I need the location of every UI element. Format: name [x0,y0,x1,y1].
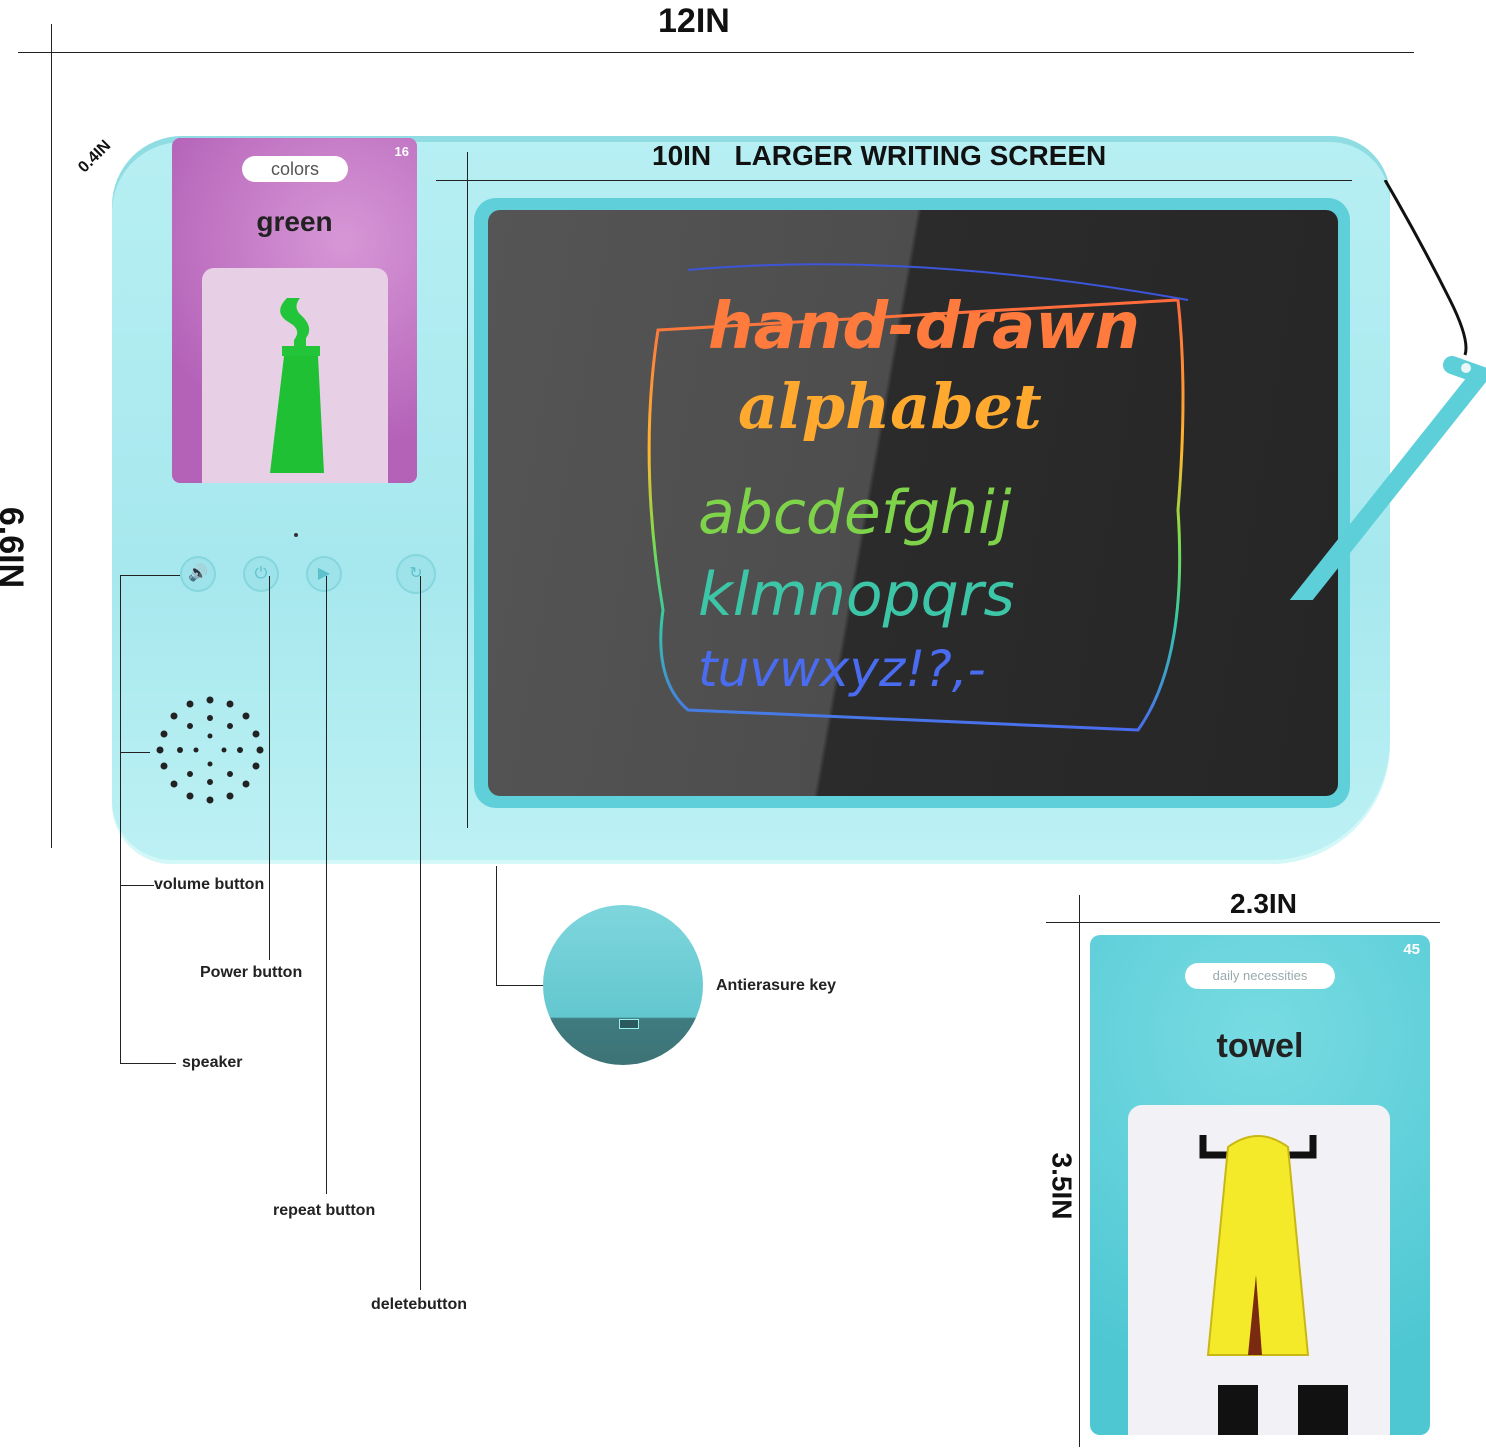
callout-line-speaker-top [120,752,150,753]
repeat-button[interactable]: ▶ [306,556,342,592]
antierasure-key-zoom [543,905,703,1065]
screen-width-line [436,180,1352,181]
big-card-category: daily necessities [1185,963,1335,989]
card-picture [202,268,388,483]
screen-row3: tuvwxyz!?,- [698,640,986,698]
callout-line-left [120,575,121,1063]
big-card-width-line [1046,922,1440,923]
flash-card-green[interactable]: colors 16 green [172,138,417,483]
screen-title: hand-drawn [708,290,1140,364]
card-depth-label: 0.4IN [75,137,115,177]
label-repeat-button: repeat button [273,1202,376,1219]
screen-width-label: 10IN LARGER WRITING SCREEN [652,140,1107,171]
scroll-border [647,298,1185,732]
big-card-height-label: 3.5IN [1046,1152,1078,1220]
overall-height-label: 6.6IN [0,506,31,589]
screen-row1: abcdefghij [698,478,1012,548]
callout-line-volume-top [120,575,180,576]
overall-width-label: 12IN [658,2,730,40]
decor-swirl [687,263,1189,301]
card-category: colors [242,156,348,182]
label-volume-button: volume button [154,876,265,893]
big-card-picture [1128,1105,1390,1435]
label-antierasure-key: Antierasure key [716,977,837,994]
label-power-button: Power button [200,964,303,981]
callout-line-volume [120,885,154,886]
speaker-grille-icon [156,696,264,804]
volume-button[interactable]: 🔊 [180,556,216,592]
screen-subtitle: alphabet [738,370,1042,443]
callout-line-antierasure [496,866,497,986]
big-card-width-label: 2.3IN [1230,888,1297,919]
indicator-light [294,533,298,537]
screen-left-line [467,152,468,828]
towel-icon [1199,1135,1348,1435]
big-card-word: towel [1216,1027,1304,1065]
flash-card-towel[interactable]: daily necessities 45 towel [1090,935,1430,1435]
callout-line-antierasure-h [496,985,546,986]
label-speaker: speaker [182,1054,243,1071]
stylus-pen-icon [1289,180,1486,600]
screen-row2: klmnopqrs [698,560,1015,630]
label-delete-button: deletebutton [371,1296,467,1313]
screen-drawing [647,263,1189,732]
big-card-height-line [1079,895,1080,1447]
antierasure-switch[interactable] [619,1019,639,1029]
card-number: 16 [394,144,409,159]
callout-line-repeat [326,576,327,1194]
callout-line-power [269,576,270,960]
overall-height-line [51,24,52,848]
lcd-writing-screen[interactable]: hand-drawn alphabet abcdefghij klmnopqrs… [488,210,1338,796]
callout-line-delete [420,576,421,1290]
delete-button[interactable]: ↻ [396,554,436,594]
big-card-number: 45 [1403,941,1420,958]
paint-tube-icon [270,298,324,473]
power-button[interactable]: ⏻ [243,556,279,592]
overall-width-line [18,52,1414,53]
card-word: green [256,206,333,237]
callout-line-speaker [120,1063,176,1064]
